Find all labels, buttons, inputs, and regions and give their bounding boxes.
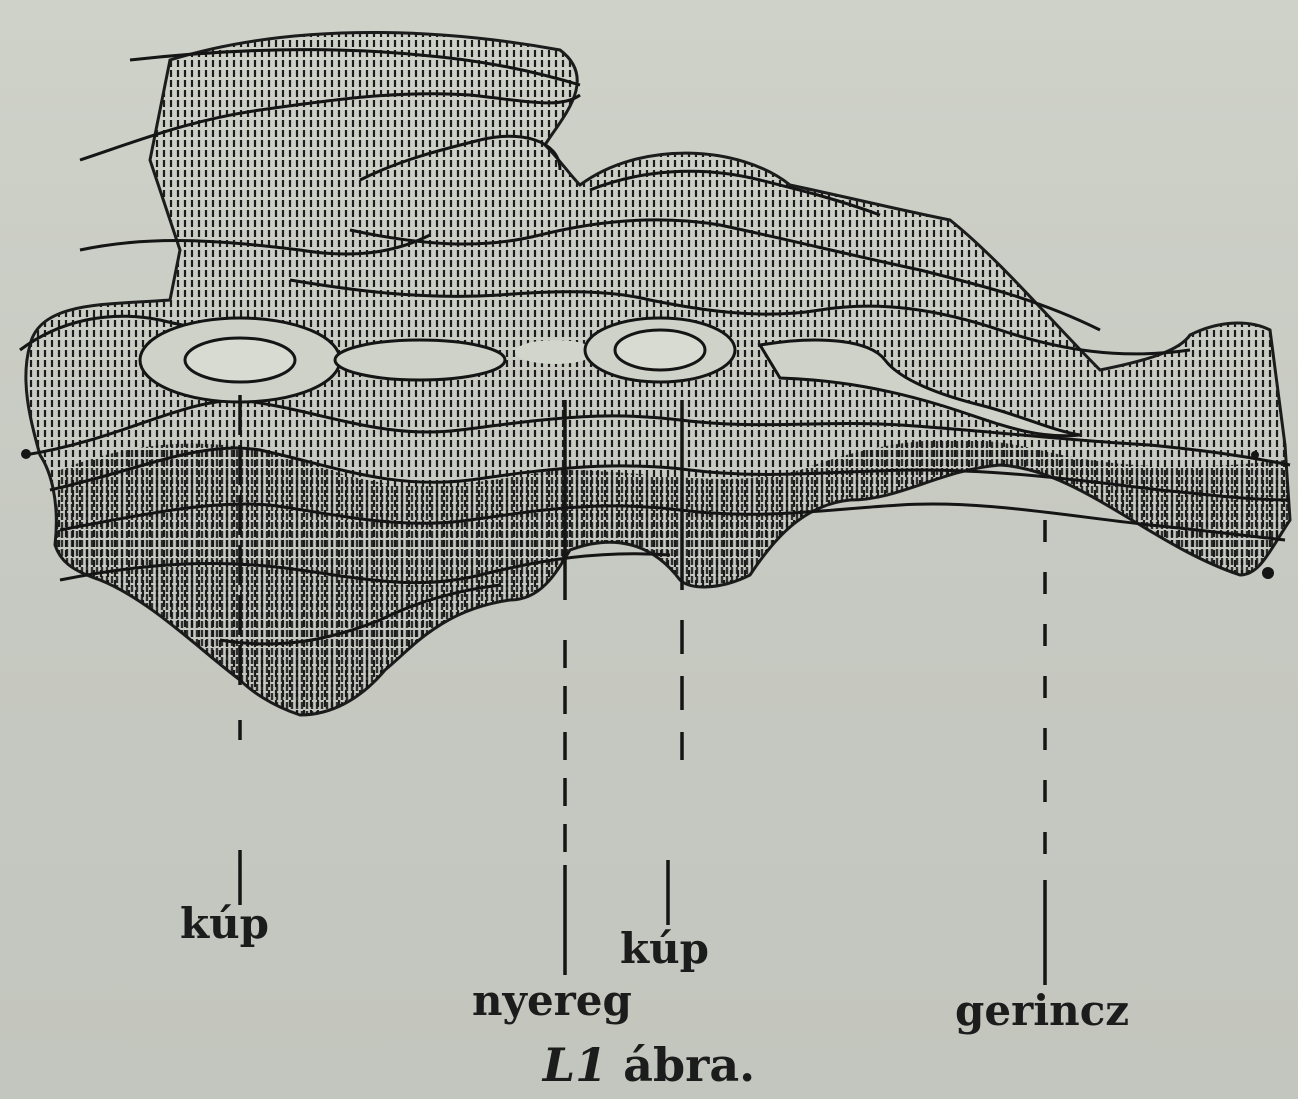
summit-cone-left xyxy=(185,338,295,382)
label-cone-right: kúp xyxy=(620,928,709,970)
figure-caption: L1 ábra. xyxy=(0,1042,1298,1088)
label-ridge: gerincz xyxy=(955,990,1129,1032)
saddle-lens xyxy=(335,340,505,380)
figure-word: ábra. xyxy=(623,1038,755,1092)
summit-cone-right xyxy=(615,330,705,370)
figure-number: L1 xyxy=(543,1038,607,1092)
label-saddle: nyereg xyxy=(472,980,632,1022)
label-cone-left: kúp xyxy=(180,903,269,945)
saddle-neck xyxy=(515,340,595,364)
